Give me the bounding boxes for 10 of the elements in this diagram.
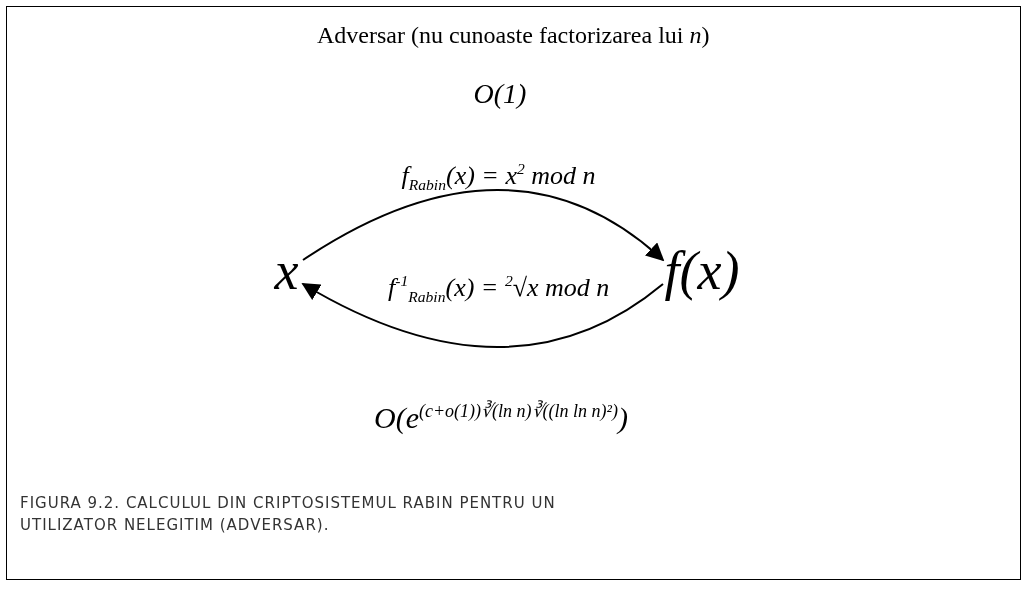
variable-text: f(x) — [664, 240, 740, 302]
figure-caption: FIGURA 9.2. CALCULUL DIN CRIPTOSISTEMUL RABIN PENTRU UN UTILIZATOR NELEGITIM (ADVERSAR). — [20, 493, 557, 536]
edge-label: f$^{-1}$$_{Rabin}$(x) = $^{2}$√x mod n — [388, 272, 610, 306]
curved-arrow — [301, 283, 664, 348]
edge-label: f$_{Rabin}$(x) = x$^{2}$ mod n — [401, 160, 596, 194]
complexity-label: O(e$^{(c+o(1))∛(ln n)∛((ln ln n)²)}$) — [374, 400, 628, 435]
variable-text: x — [274, 240, 299, 302]
complexity-label: O(1) — [473, 78, 527, 110]
diagram-title: Adversar (nu cunoaste factorizarea lui n) — [317, 22, 710, 49]
curved-arrow — [302, 189, 665, 262]
